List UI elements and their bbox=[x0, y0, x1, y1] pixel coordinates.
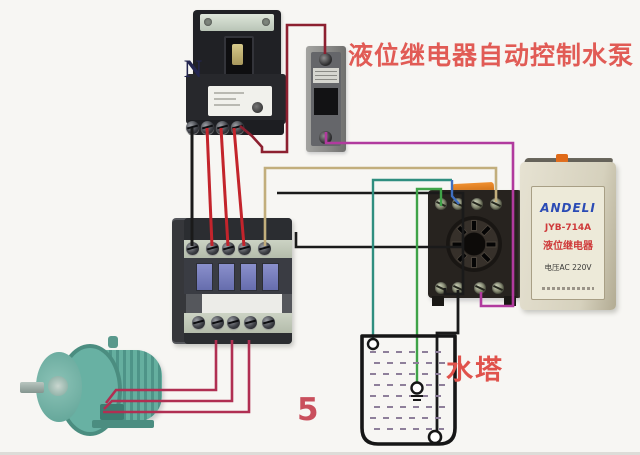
socket-term-8 bbox=[492, 282, 504, 294]
motor-lifting-eye bbox=[108, 336, 118, 348]
relay-voltage-rating: 电压AC 220V bbox=[544, 263, 592, 272]
breaker-terminal-l1 bbox=[201, 121, 214, 134]
breaker-mount-hole bbox=[262, 18, 270, 26]
contactor-t4 bbox=[262, 316, 275, 329]
contactor-l1 bbox=[206, 242, 219, 255]
contactor-window bbox=[240, 263, 257, 291]
socket-term-1 bbox=[435, 198, 447, 210]
contactor-window bbox=[196, 263, 213, 291]
diagram-title: 液位继电器自动控制水泵 bbox=[348, 41, 635, 70]
socket-mount-ear bbox=[432, 296, 444, 306]
motor-cable-entry bbox=[100, 404, 124, 420]
contactor-coil-a2 bbox=[258, 242, 271, 255]
relay-model: JYB-714A bbox=[544, 223, 592, 233]
relay-brand: ANDELI bbox=[540, 201, 596, 215]
breaker-toggle-handle bbox=[232, 44, 243, 65]
contactor-window bbox=[218, 263, 235, 291]
main-breaker-nameplate bbox=[200, 14, 274, 31]
contactor-window bbox=[262, 263, 279, 291]
contactor-side bbox=[172, 220, 186, 342]
electrode-low bbox=[427, 429, 443, 445]
contactor-t1 bbox=[211, 316, 224, 329]
tank-label: 水塔 bbox=[446, 355, 504, 386]
breaker-mount-hole bbox=[204, 18, 212, 26]
contactor-t3 bbox=[244, 316, 257, 329]
contactor-base bbox=[184, 333, 292, 344]
socket-mount-ear bbox=[504, 296, 516, 306]
motor-shaft-hub bbox=[48, 376, 68, 396]
socket-term-6 bbox=[452, 282, 464, 294]
contactor-t2 bbox=[227, 316, 240, 329]
fuse-window bbox=[314, 88, 338, 115]
socket-term-5 bbox=[435, 282, 447, 294]
contactor-top-housing bbox=[184, 218, 292, 240]
neutral-label: N bbox=[184, 56, 203, 83]
relay-fine-print bbox=[542, 287, 594, 290]
socket-term-3 bbox=[471, 198, 483, 210]
electrode-high bbox=[366, 337, 380, 351]
contactor-coil-a1 bbox=[186, 242, 199, 255]
tank-water-dashes bbox=[370, 351, 448, 430]
contactor-l3 bbox=[238, 242, 251, 255]
electrode-mid bbox=[410, 381, 424, 395]
fuse-bottom-terminal bbox=[319, 131, 332, 144]
motor-feet bbox=[92, 420, 154, 428]
breaker-terminal-n bbox=[186, 121, 199, 134]
socket-term-7 bbox=[474, 282, 486, 294]
main-breaker-meter-panel bbox=[208, 86, 272, 116]
relay-label-panel: ANDELI JYB-714A 液位继电器 电压AC 220V bbox=[531, 186, 605, 300]
breaker-terminal-l2 bbox=[216, 121, 229, 134]
contactor-l2 bbox=[222, 242, 235, 255]
figure-number: 5 bbox=[297, 392, 319, 428]
contactor-label-strip bbox=[202, 294, 282, 313]
socket-term-4 bbox=[490, 198, 502, 210]
fuse-top-terminal bbox=[319, 53, 332, 66]
fuse-label bbox=[313, 68, 339, 83]
relay-product-name: 液位继电器 bbox=[543, 241, 593, 252]
socket-term-2 bbox=[452, 198, 464, 210]
motor-shaft bbox=[20, 382, 44, 393]
breaker-terminal-l3 bbox=[231, 121, 244, 134]
breaker-adjust-dial bbox=[252, 102, 263, 113]
contactor-t-aux bbox=[192, 316, 205, 329]
tank-outline bbox=[360, 334, 457, 446]
